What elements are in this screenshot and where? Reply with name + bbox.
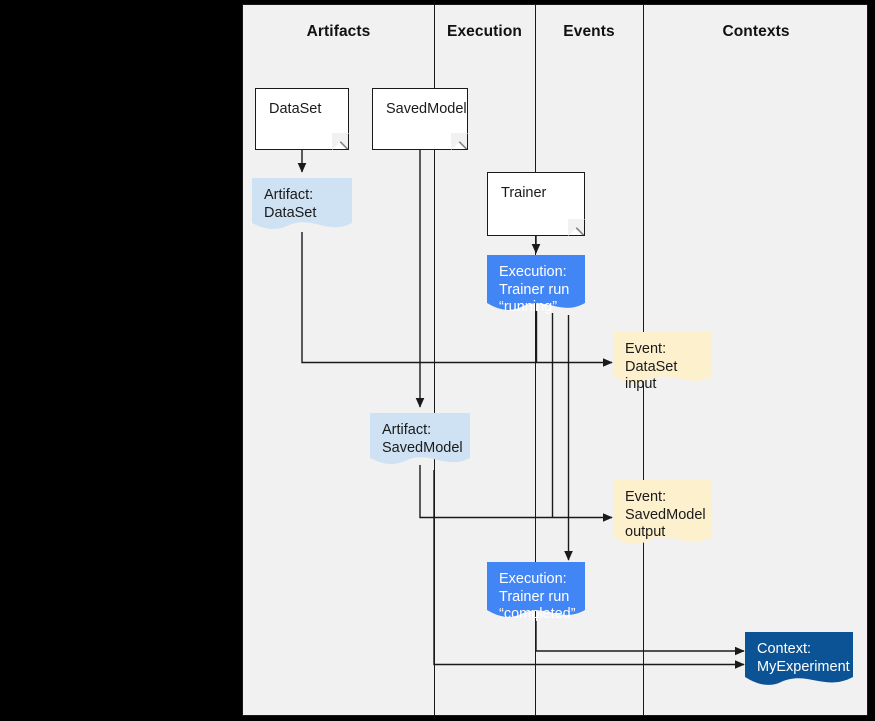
- node-label: Event: DataSet input: [625, 341, 678, 392]
- node-execution-running[interactable]: Execution: Trainer run “running”: [487, 255, 585, 317]
- node-label: Trainer: [501, 185, 547, 201]
- lane-title-execution: Execution: [447, 23, 522, 40]
- node-label: Context: MyExperiment: [757, 641, 850, 675]
- node-label: Execution: Trainer run “completed”: [499, 571, 576, 622]
- note-shape: [613, 480, 712, 545]
- node-trainer-document[interactable]: Trainer: [487, 172, 585, 236]
- page-fold-icon: [451, 133, 468, 150]
- node-event-dataset-input[interactable]: Event: DataSet input: [613, 332, 712, 392]
- lane-title-contexts: Contexts: [722, 23, 790, 40]
- page-fold-icon: [332, 133, 349, 150]
- node-artifact-savedmodel[interactable]: Artifact: SavedModel: [370, 413, 470, 470]
- lane-title-events: Events: [563, 23, 615, 40]
- node-label: SavedModel: [386, 101, 467, 117]
- note-shape: [487, 562, 585, 617]
- lane-title-artifacts: Artifacts: [306, 23, 371, 40]
- page-fold-icon: [568, 219, 585, 236]
- node-label: Artifact: SavedModel: [382, 422, 463, 456]
- node-label: Event: SavedModel output: [625, 489, 706, 540]
- note-shape: [370, 413, 470, 465]
- note-shape: [745, 632, 853, 685]
- node-event-savedmodel-output[interactable]: Event: SavedModel output: [613, 480, 712, 550]
- node-execution-completed[interactable]: Execution: Trainer run “completed”: [487, 562, 585, 624]
- node-label: Execution: Trainer run “running”: [499, 264, 570, 315]
- node-context-myexperiment[interactable]: Context: MyExperiment: [745, 632, 853, 690]
- node-dataset-document[interactable]: DataSet: [255, 88, 349, 150]
- node-savedmodel-document[interactable]: SavedModel: [372, 88, 468, 150]
- note-shape: [252, 178, 352, 230]
- node-label: DataSet: [269, 101, 322, 117]
- note-shape: [613, 332, 712, 383]
- node-artifact-dataset[interactable]: Artifact: DataSet: [252, 178, 352, 234]
- note-shape: [487, 255, 585, 310]
- node-label: Artifact: DataSet: [264, 187, 317, 221]
